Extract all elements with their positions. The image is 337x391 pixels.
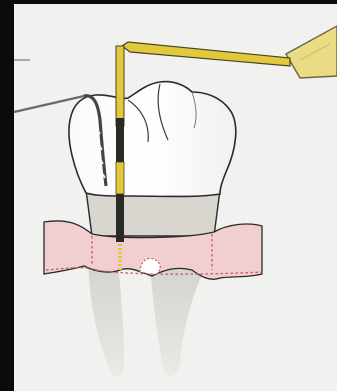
diagram-canvas — [0, 0, 337, 391]
periodontal-probing-diagram — [0, 0, 337, 391]
